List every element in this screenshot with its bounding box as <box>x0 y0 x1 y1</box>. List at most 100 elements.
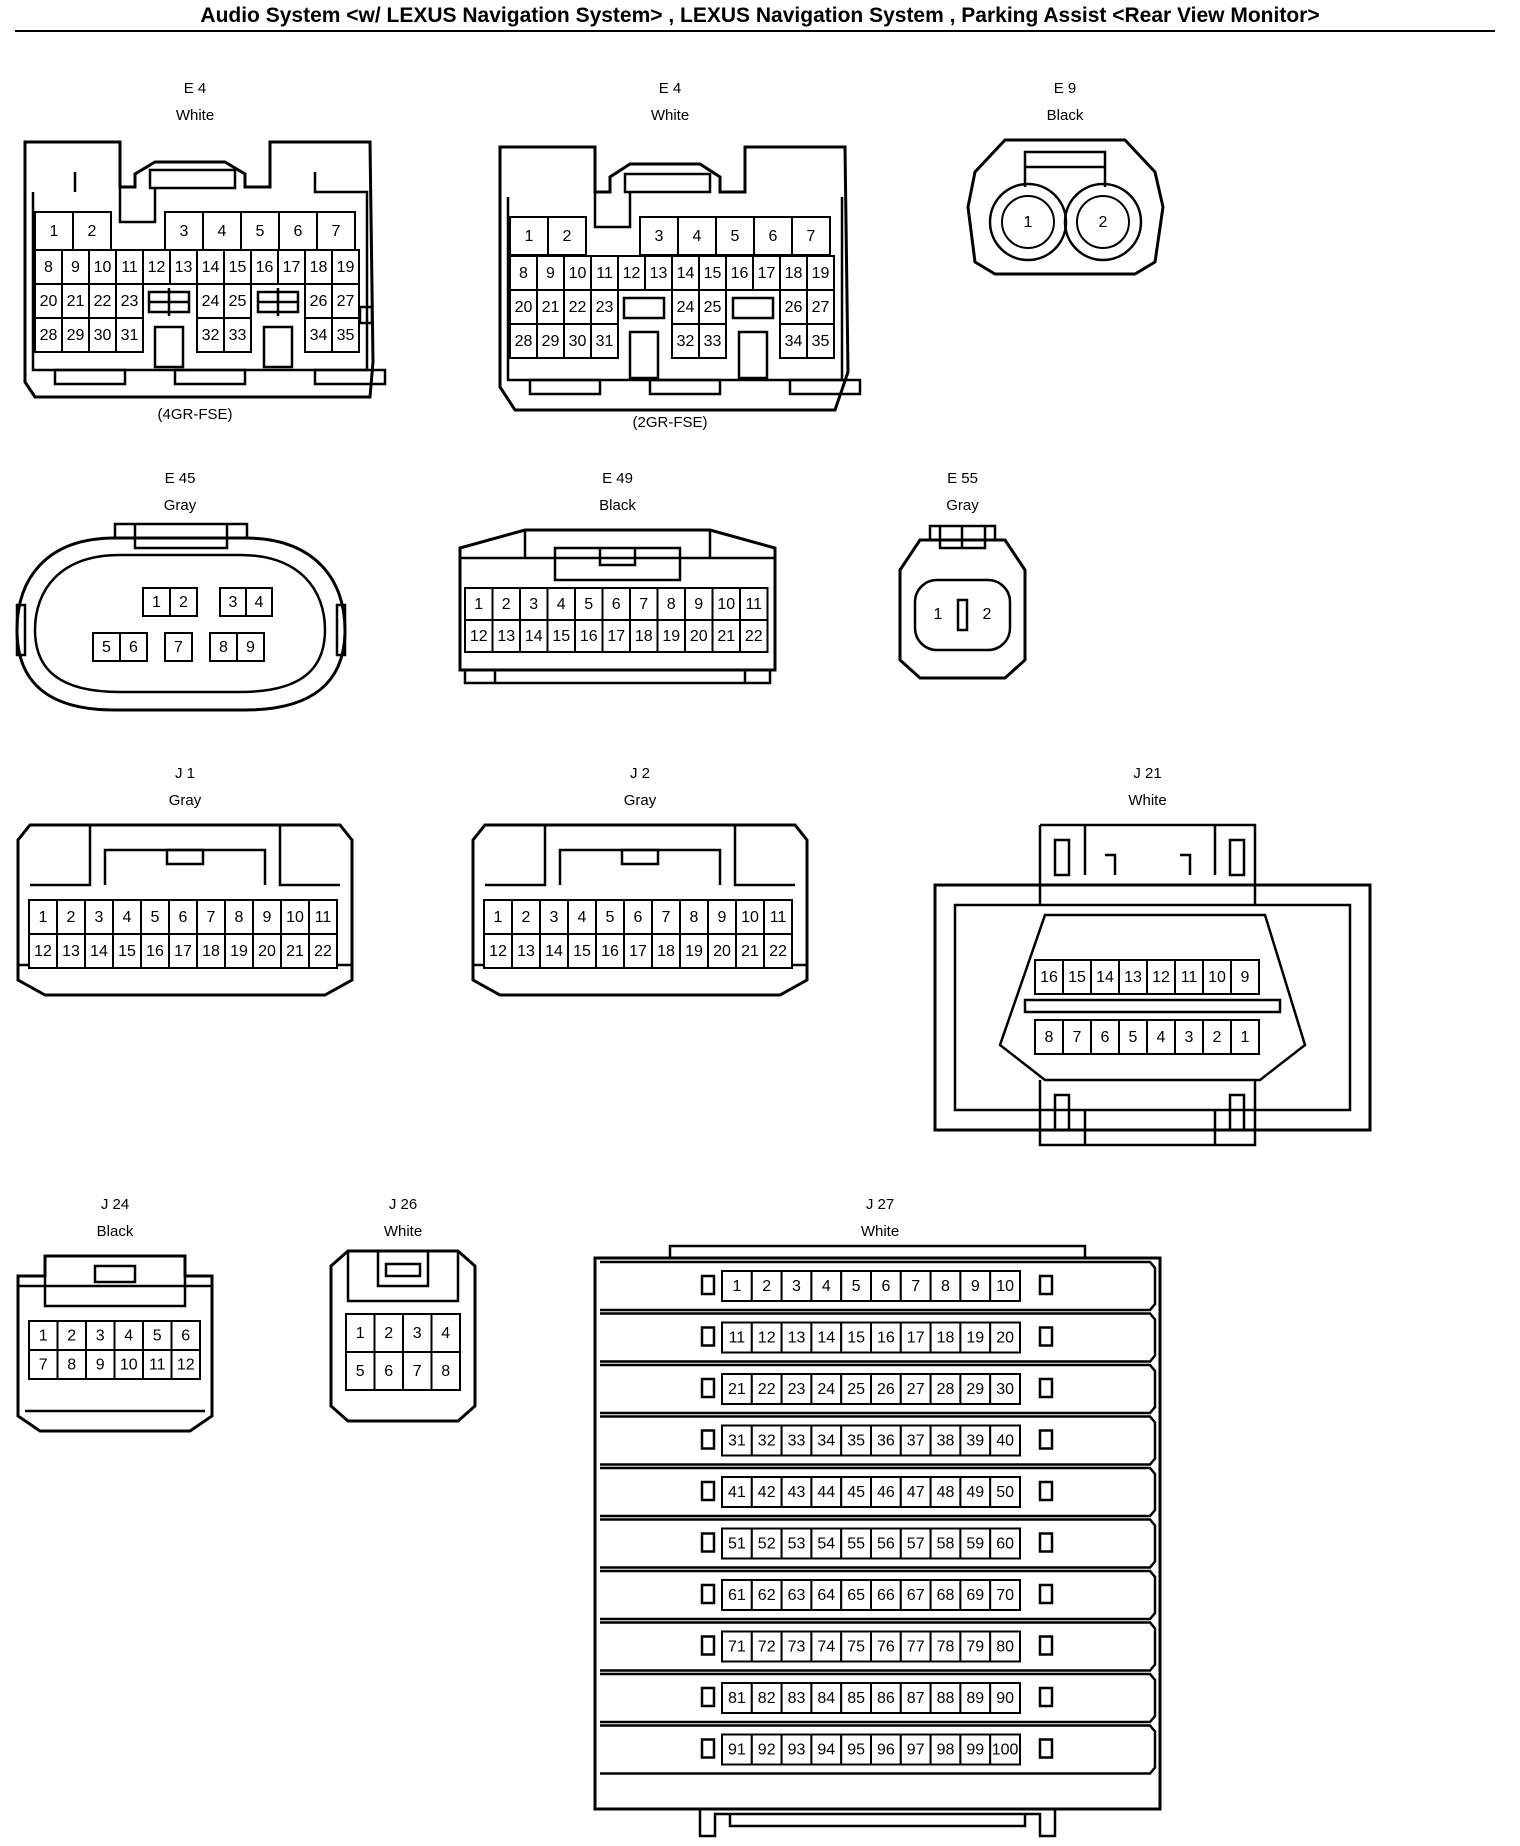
pin-cell <box>245 587 273 617</box>
pin-cell <box>959 1733 992 1766</box>
pin-number: 4 <box>124 1328 133 1345</box>
pin-number: 19 <box>662 628 680 645</box>
pin-number: 9 <box>1241 969 1250 986</box>
pin-cell <box>308 933 338 969</box>
pin-cell <box>590 323 619 359</box>
pin-cell <box>644 255 673 291</box>
pin-number: 28 <box>937 1381 955 1398</box>
pin-number: 9 <box>263 909 272 926</box>
pin-cell <box>331 283 360 319</box>
pin-cell <box>698 323 727 359</box>
pin-number: 33 <box>704 333 722 350</box>
pin-cell <box>929 1321 962 1354</box>
pin-cell <box>28 1349 59 1380</box>
pin-number: 25 <box>847 1381 865 1398</box>
pin-number: 7 <box>332 223 341 240</box>
row-key <box>700 1274 716 1296</box>
connector-id: J 21 <box>1133 765 1162 782</box>
connector-color: White <box>1128 792 1167 809</box>
pin-cell <box>989 1373 1022 1405</box>
pin-cell <box>236 632 265 662</box>
pin-number: 33 <box>788 1433 806 1450</box>
connector-id: E 9 <box>1053 80 1077 97</box>
pin-cell <box>304 283 333 319</box>
pin-cell <box>252 933 282 969</box>
pin-number: 14 <box>677 265 695 282</box>
connector-id: E 55 <box>947 470 978 487</box>
pin-number: 63 <box>788 1587 806 1604</box>
pin-cell <box>810 1424 843 1457</box>
pin-number: 35 <box>847 1433 865 1450</box>
connector-color: White <box>650 107 690 124</box>
pin-cell <box>547 216 587 256</box>
pin-number: 6 <box>634 909 643 926</box>
row-key <box>700 1686 716 1708</box>
pin-number: 62 <box>758 1587 776 1604</box>
pin-cell <box>240 211 280 251</box>
pin-number: 27 <box>812 299 830 316</box>
pin-number: 1 <box>494 909 503 926</box>
top-rail <box>668 1244 1087 1260</box>
pin-number: 1 <box>50 223 59 240</box>
pin-number: 2 <box>67 909 76 926</box>
pin-number: 41 <box>728 1484 746 1501</box>
pin-cell <box>721 1373 753 1405</box>
pin-number: 2 <box>1213 1029 1222 1046</box>
pin-number: 3 <box>229 594 238 611</box>
pin-number: 18 <box>657 943 675 960</box>
pin-cell <box>168 933 198 969</box>
connector-id: E 4 <box>658 80 682 97</box>
pin-number: 13 <box>497 628 515 645</box>
pin-number: 51 <box>728 1536 746 1553</box>
pin-number: 16 <box>731 265 749 282</box>
pin-number: 3 <box>655 228 664 245</box>
pin-number: 50 <box>996 1484 1014 1501</box>
pin-number: 11 <box>1181 969 1198 986</box>
key-slot <box>622 296 666 320</box>
pin-cell <box>870 1630 902 1663</box>
pin-cell <box>563 323 592 359</box>
pin-number: 98 <box>937 1742 955 1759</box>
pin-number: 20 <box>996 1330 1014 1347</box>
housing-inner-line <box>33 553 327 694</box>
pin-number: 25 <box>229 293 247 310</box>
pin-number: 17 <box>174 943 192 960</box>
pin-number: 2 <box>502 596 511 613</box>
row-key <box>1038 1686 1054 1708</box>
pin-number: 99 <box>966 1742 984 1759</box>
pin-number: 1 <box>39 909 48 926</box>
pin-cell <box>623 899 653 935</box>
pin-cell <box>721 1270 753 1302</box>
pin-number: 23 <box>121 293 139 310</box>
pin-cell <box>170 1349 201 1380</box>
pin-cell <box>899 1270 932 1302</box>
row-key <box>700 1583 716 1605</box>
pin-cell <box>491 619 521 653</box>
pin-number: 10 <box>569 265 587 282</box>
pin-number: 7 <box>413 1363 422 1380</box>
row-frame <box>600 1724 1157 1775</box>
pin-cell <box>304 249 333 285</box>
connector-id: J 27 <box>865 1196 895 1213</box>
connector-color: Gray <box>168 792 202 809</box>
pin-cell <box>739 587 769 621</box>
pin-number: 69 <box>966 1587 984 1604</box>
pin-number: 32 <box>758 1433 776 1450</box>
housing-inner-line <box>18 1276 212 1413</box>
pin-cell <box>721 1424 753 1457</box>
pin-number: 59 <box>966 1536 984 1553</box>
pin-cell <box>224 933 254 969</box>
pin-cell <box>402 1351 433 1391</box>
pin-cell <box>316 211 356 251</box>
pin-number: 25 <box>704 299 722 316</box>
bottom-latch <box>1038 1080 1257 1147</box>
pin-number: 5 <box>852 1278 861 1295</box>
pin-cell <box>491 587 521 621</box>
pin-number: 16 <box>146 943 164 960</box>
pin-cell <box>959 1476 992 1508</box>
key-slot <box>262 325 294 369</box>
pin-number: 15 <box>573 943 591 960</box>
